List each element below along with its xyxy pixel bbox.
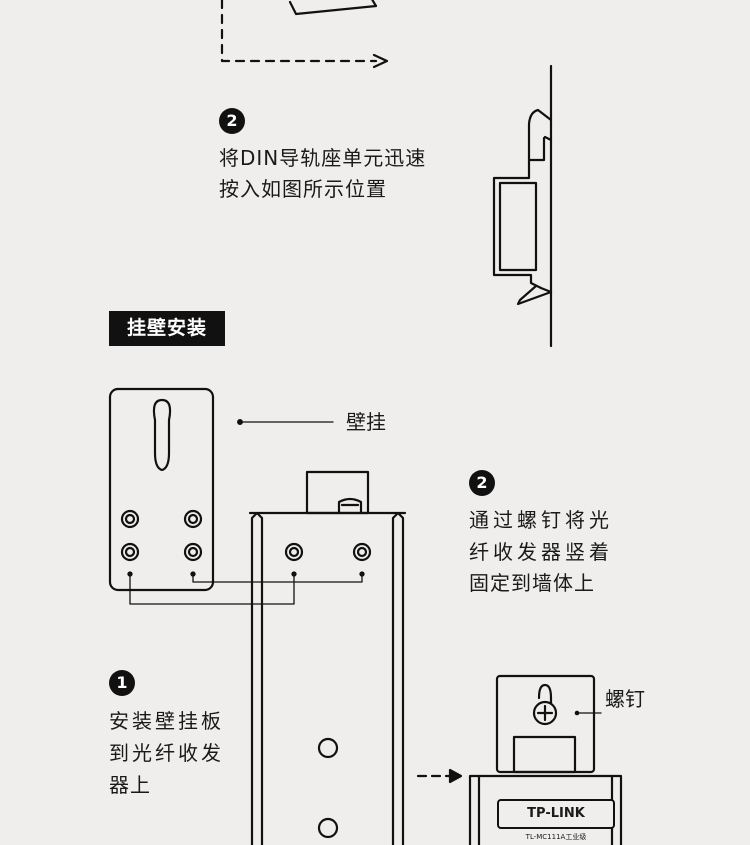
din-step2-line1: 将DIN导轨座单元迅速 bbox=[219, 146, 427, 170]
wall-label: 壁挂 bbox=[346, 410, 386, 434]
wall-step2-line1: 通过螺钉将光 bbox=[469, 508, 613, 532]
wall-step2-badge: 2 bbox=[469, 470, 495, 496]
device-top-fragment bbox=[220, 0, 389, 69]
din-rail-clip bbox=[492, 64, 553, 348]
wall-step1-line3: 器上 bbox=[109, 773, 151, 797]
wall-label-leader bbox=[237, 419, 334, 425]
direction-arrow bbox=[416, 768, 463, 784]
wall-step1-line2: 到光纤收发 bbox=[109, 741, 224, 765]
din-step2-line2: 按入如图所示位置 bbox=[219, 177, 387, 201]
din-step2-badge: 2 bbox=[219, 108, 245, 134]
wall-step1-line1: 安装壁挂板 bbox=[109, 709, 224, 733]
device-brand-logo: TP-LINK bbox=[497, 799, 615, 829]
wall-step1-badge: 1 bbox=[109, 670, 135, 696]
wall-step2-line3: 固定到墙体上 bbox=[469, 571, 595, 595]
device-model-text: TL-MC111A工业级 bbox=[525, 833, 587, 841]
screw-label: 螺钉 bbox=[605, 687, 645, 711]
transceiver-body bbox=[248, 470, 407, 845]
wall-plate bbox=[108, 387, 215, 592]
wall-mount-title: 挂壁安装 bbox=[109, 311, 225, 346]
alignment-lines bbox=[127, 571, 365, 605]
wall-step2-line2: 纤收发器竖着 bbox=[469, 540, 613, 564]
